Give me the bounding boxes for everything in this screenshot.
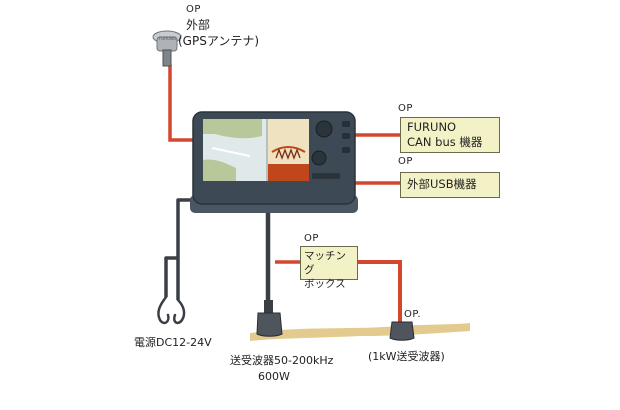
matching-box-cable-right [358,260,402,323]
can-bus-op-label: OP [398,103,413,114]
chart-plotter-fishfinder-icon [190,111,358,213]
transducer-1kw-icon [389,321,415,341]
gps-cable [168,63,198,142]
transducer-label-line2: 600W [258,370,290,383]
power-cable-icon [157,295,186,325]
gps-label-line2: (GPSアンテナ) [178,34,260,48]
can-bus-device-box: FURUNO CAN bus 機器 [400,117,500,153]
matching-box-label-line2: ボックス [304,278,346,290]
matching-box: マッチング ボックス [300,246,358,290]
power-cable [164,198,192,300]
usb-op-label: OP [398,156,413,167]
usb-device-box: 外部USB機器 [400,172,500,198]
transducer-1kw-op-label: OP. [404,309,422,320]
transducer-icon [256,300,283,337]
matching-box-op-label: OP [304,233,319,244]
waterline [250,323,470,341]
matching-box-label-line1: マッチング [304,250,346,276]
gps-label-line1: 外部 [186,18,211,32]
gps-op-label: OP [186,4,201,15]
transducer-label-line1: 送受波器50-200kHz [230,354,334,367]
gps-antenna-icon: FURUNO [152,30,182,67]
can-bus-label-line1: FURUNO [407,120,457,134]
svg-text:FURUNO: FURUNO [159,36,176,41]
transducer-1kw-label: (1kW送受波器) [368,350,445,363]
power-label: 電源DC12-24V [134,336,212,349]
usb-device-label: 外部USB機器 [407,177,477,191]
can-bus-label-line2: CAN bus 機器 [407,135,483,149]
